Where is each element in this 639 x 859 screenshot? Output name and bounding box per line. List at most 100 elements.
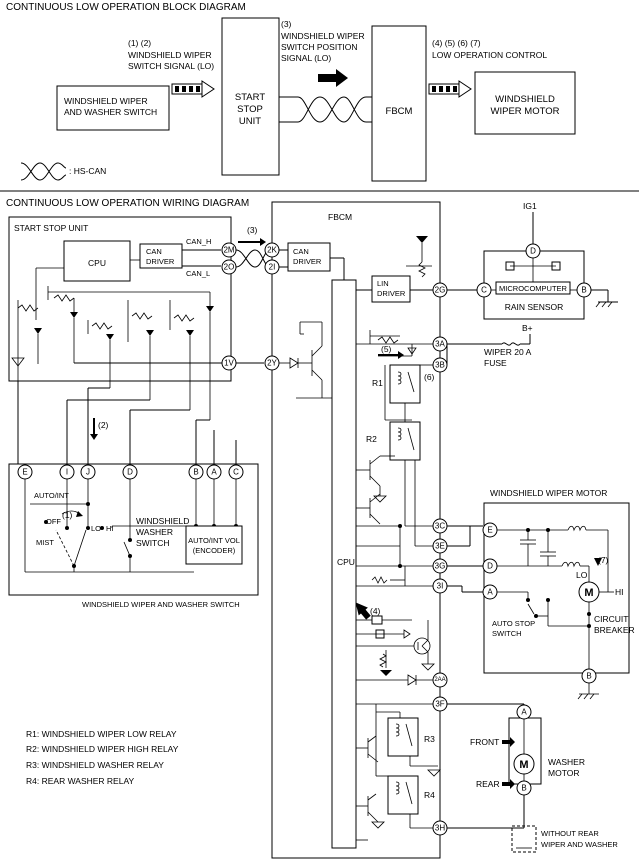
wiring-fbcm-can-line2: DRIVER: [293, 257, 322, 266]
wiring-fbcm-pin-2y: 2Y: [264, 355, 280, 371]
wiring-fbcm-pin-3a: 3A: [432, 336, 448, 352]
wiring-step-5: (5): [381, 344, 392, 354]
wiring-rear-label: REAR: [476, 779, 500, 789]
wiring-without-rear-box: [511, 825, 537, 853]
wiring-rain-sensor-label: RAIN SENSOR: [505, 302, 564, 312]
wiring-switch-off: OFF: [46, 517, 61, 526]
block-position-signal-line1: WINDSHIELD WIPER: [281, 31, 365, 41]
block-switch-signal-line1: WINDSHIELD WIPER: [128, 50, 212, 60]
block-fbcm-label: FBCM: [386, 106, 413, 117]
wiring-microcomputer: [495, 281, 571, 295]
svg-text:2Y: 2Y: [267, 359, 277, 368]
svg-text:2K: 2K: [267, 246, 277, 255]
wiring-switch-hi: HI: [106, 524, 114, 533]
wiring-washer-motor-symbol: M: [519, 759, 528, 771]
wiring-fbcm-pin-3c: 3C: [432, 518, 448, 534]
wiring-relay-r1: R1: [372, 378, 383, 388]
wiring-step-6: (6): [424, 372, 435, 382]
wiring-switch-caption: WINDSHIELD WIPER AND WASHER SWITCH: [82, 600, 240, 609]
svg-text:C: C: [481, 286, 487, 295]
wiring-switch-pin-j: J: [80, 464, 96, 480]
wiring-fbcm-pin-2aa: 2AA: [432, 672, 448, 688]
wiring-b-plus: B+: [522, 323, 533, 333]
block-hs-can-twisted-pair: [279, 96, 372, 123]
relay-legend-r1: R1: WINDSHIELD WIPER LOW RELAY: [26, 729, 177, 739]
block-motor-line2: WIPER MOTOR: [491, 106, 560, 117]
svg-text:I: I: [66, 468, 68, 477]
wiring-step-4: (4): [370, 606, 381, 616]
svg-text:3E: 3E: [435, 542, 445, 551]
wiring-switch-box: [8, 463, 259, 596]
block-step-3: (3): [281, 19, 292, 29]
block-ssu-line3: UNIT: [239, 116, 261, 127]
block-switch-box: [56, 85, 170, 131]
svg-text:C: C: [233, 468, 239, 477]
svg-text:A: A: [487, 588, 493, 597]
wiring-washer-pin-b: B: [516, 780, 532, 796]
wiring-lin-line1: LIN: [377, 279, 389, 288]
block-wiper-motor-box: [474, 71, 576, 135]
wiring-motor-lo: LO: [576, 570, 588, 580]
wiring-step-3: (3): [247, 225, 258, 235]
wiring-switch-pin-b: B: [188, 464, 204, 480]
wiring-fbcm-pin-2k: 2K: [264, 242, 280, 258]
svg-text:2I: 2I: [269, 263, 276, 272]
wiring-front-label: FRONT: [470, 737, 499, 747]
svg-text:B: B: [193, 468, 198, 477]
wiring-fbcm-can-line1: CAN: [293, 247, 309, 256]
wiring-motor-pin-b: B: [581, 668, 597, 684]
wiring-washer-switch-line3: SWITCH: [136, 538, 170, 548]
block-switch-line1: WINDSHIELD WIPER: [64, 96, 148, 106]
wiring-fbcm-pin-3f: 3F: [432, 696, 448, 712]
wiring-washer-switch-line2: WASHER: [136, 527, 173, 537]
wiring-relay-r3: R3: [424, 734, 435, 744]
wiring-washer-switch-line1: WINDSHIELD: [136, 516, 189, 526]
svg-text:2O: 2O: [224, 263, 235, 272]
wiring-switch-pin-e: E: [17, 464, 33, 480]
svg-text:3F: 3F: [435, 700, 444, 709]
wiring-ssu-cpu: [63, 240, 131, 282]
block-legend-label: : HS-CAN: [69, 166, 106, 176]
block-start-stop-unit: [221, 17, 280, 176]
block-position-signal-line2: SWITCH POSITION: [281, 42, 358, 52]
wiring-motor-pin-e: E: [482, 522, 498, 538]
wiring-encoder-box: [185, 525, 243, 565]
wiring-encoder-line2: (ENCODER): [193, 546, 236, 555]
wiring-switch-lo: LO: [91, 524, 101, 533]
wiring-fbcm-can-driver: [287, 242, 331, 272]
svg-text:2M: 2M: [223, 246, 234, 255]
wiring-fbcm-pin-2i: 2I: [264, 259, 280, 275]
block-diagram-title: CONTINUOUS LOW OPERATION BLOCK DIAGRAM: [6, 2, 246, 13]
wiring-without-rear-line2: WIPER AND WASHER: [541, 840, 618, 849]
relay-legend-r4: R4: REAR WASHER RELAY: [26, 776, 134, 786]
wiring-switch-pin-a: A: [206, 464, 222, 480]
wiring-ig1-label: IG1: [523, 201, 537, 211]
wiring-microcomputer-label: MICROCOMPUTER: [499, 284, 567, 293]
wiring-motor-symbol: M: [584, 587, 593, 599]
wiring-ssu-pin-1v: 1V: [221, 355, 237, 371]
block-arrow-fbcm-to-motor: [428, 80, 472, 98]
wiring-motor-title: WINDSHIELD WIPER MOTOR: [490, 488, 607, 498]
relay-legend-r3: R3: WINDSHIELD WASHER RELAY: [26, 760, 164, 770]
svg-text:3A: 3A: [435, 340, 445, 349]
wiring-fbcm-pin-3g: 3G: [432, 558, 448, 574]
wiring-fbcm-label: FBCM: [328, 212, 352, 222]
wiring-washer-pin-a: A: [516, 704, 532, 720]
wiring-fbcm-cpu-label: CPU: [337, 557, 355, 567]
wiring-switch-pin-d: D: [122, 464, 138, 480]
wiring-can-l-label: CAN_L: [186, 269, 210, 278]
wiring-ssu-label: START STOP UNIT: [14, 223, 88, 233]
wiring-fbcm-cpu: [331, 279, 357, 849]
block-step-1-2: (1) (2): [128, 38, 151, 48]
wiring-encoder-line1: AUTO/INT VOL: [188, 536, 240, 545]
wiring-can-h-label: CAN_H: [186, 237, 211, 246]
wiring-breaker-line1: CIRCUIT: [594, 614, 628, 624]
wiring-ssu-pin-2m: 2M: [221, 242, 237, 258]
block-arrow-switch-to-ssu: [171, 80, 215, 98]
wiring-rain-pin-d: D: [525, 243, 541, 259]
wiring-step-3-arrow: [238, 238, 266, 246]
wiring-ssu-pin-2o: 2O: [221, 259, 237, 275]
svg-text:B: B: [521, 784, 526, 793]
svg-text:E: E: [487, 526, 492, 535]
wiring-step-2: (2): [98, 420, 109, 430]
